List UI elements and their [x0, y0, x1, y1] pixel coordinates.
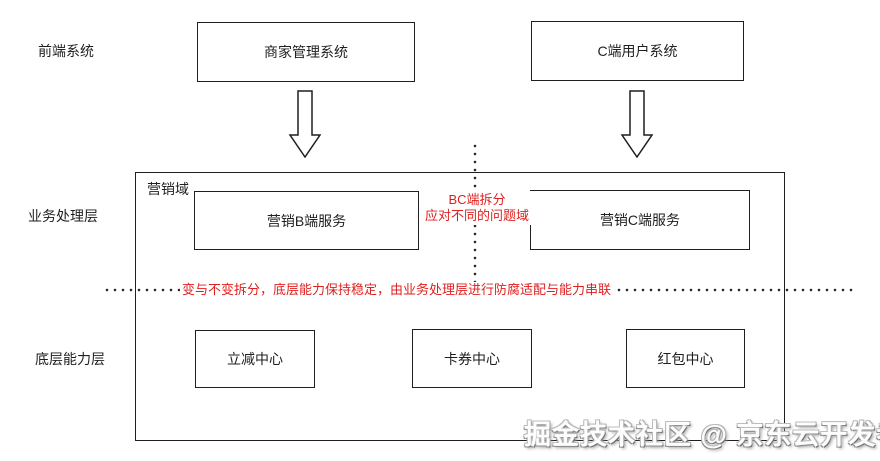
node-marketing-b-service: 营销B端服务	[194, 191, 419, 250]
bc-split-annotation-line1: BC端拆分	[448, 192, 506, 207]
watermark-text: 掘金技术社区 @ 京东云开发者	[524, 420, 880, 450]
layer-label-frontend: 前端系统	[38, 43, 94, 59]
bc-split-annotation-line2: 应对不同的问题域	[424, 208, 529, 223]
node-coupon-center: 卡券中心	[412, 329, 532, 388]
node-c-user-system-label: C端用户系统	[597, 43, 678, 59]
node-coupon-center-label: 卡券中心	[444, 350, 500, 367]
layer-label-business: 业务处理层	[28, 208, 98, 224]
node-marketing-b-service-label: 营销B端服务	[266, 212, 347, 229]
marketing-domain-container	[135, 172, 785, 441]
node-marketing-c-service: 营销C端服务	[530, 190, 750, 250]
node-marketing-c-service-label: 营销C端服务	[599, 212, 681, 228]
node-merchant-system: 商家管理系统	[197, 22, 415, 82]
down-arrow-icon	[289, 90, 321, 158]
node-discount-center-label: 立减中心	[227, 351, 283, 367]
down-arrow-icon	[621, 90, 653, 158]
node-discount-center: 立减中心	[195, 330, 315, 388]
stability-annotation: 变与不变拆分，底层能力保持稳定，由业务处理层进行防腐适配与能力串联	[180, 282, 614, 298]
marketing-domain-title: 营销域	[147, 181, 189, 197]
node-merchant-system-label: 商家管理系统	[264, 44, 348, 60]
node-c-user-system: C端用户系统	[531, 21, 744, 81]
bc-split-annotation: BC端拆分 应对不同的问题域	[419, 191, 535, 225]
node-redpacket-center: 红包中心	[626, 329, 745, 388]
node-redpacket-center-label: 红包中心	[657, 350, 714, 367]
layer-label-capability: 底层能力层	[35, 351, 105, 367]
